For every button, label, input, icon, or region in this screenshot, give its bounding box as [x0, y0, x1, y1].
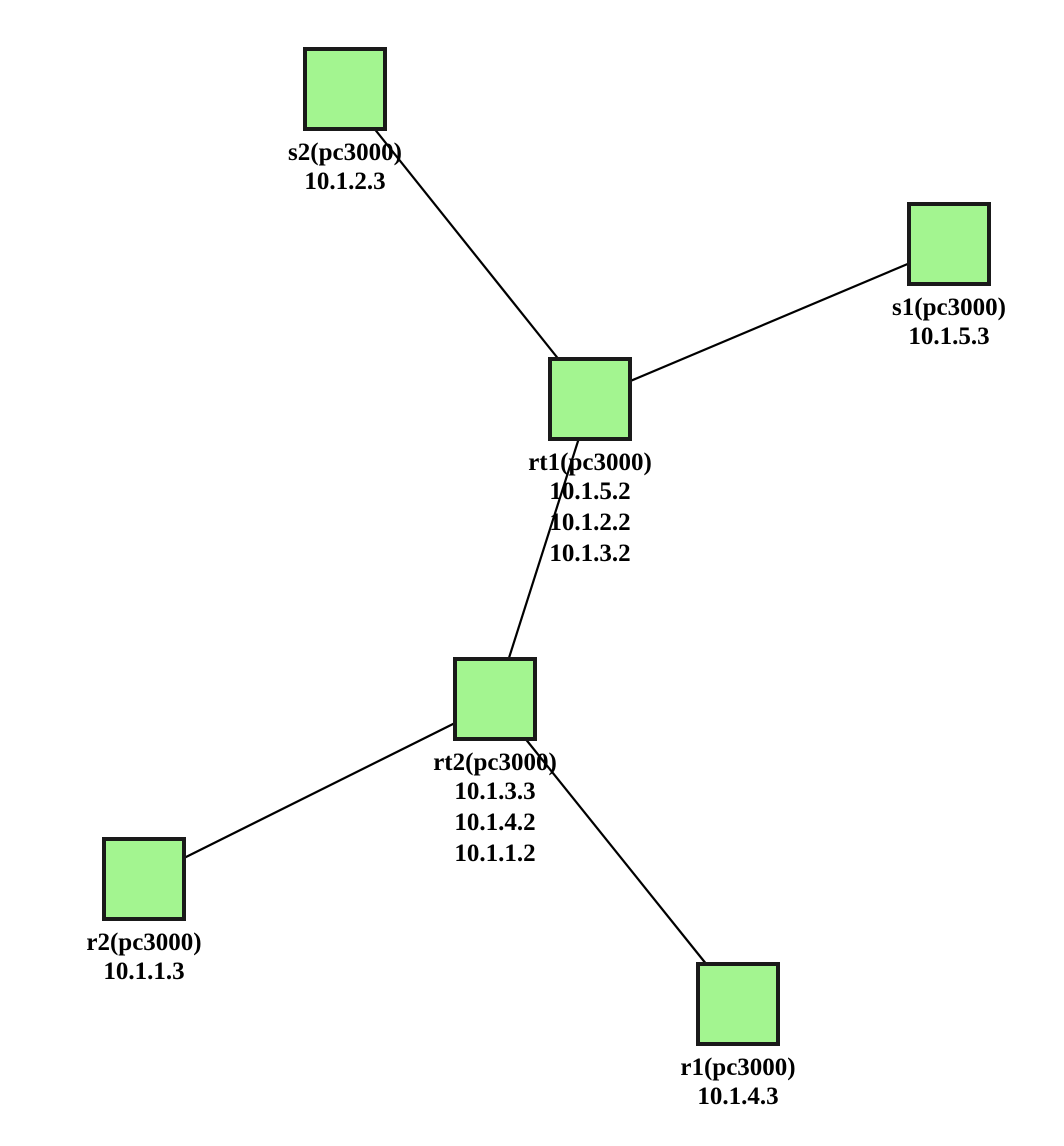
node-box-rt2[interactable] [453, 657, 537, 741]
node-label-rt1: rt1(pc3000) [528, 449, 652, 476]
node-address-r1-0: 10.1.4.3 [697, 1083, 778, 1110]
node-box-r1[interactable] [696, 962, 780, 1046]
node-address-rt2-1: 10.1.4.2 [454, 809, 535, 836]
link-r1-rt2 [523, 736, 708, 966]
node-rt2[interactable]: rt2(pc3000)10.1.3.3 10.1.4.2 10.1.1.2 [433, 657, 557, 867]
node-label-s2: s2(pc3000) [288, 139, 402, 166]
node-label-rt2: rt2(pc3000) [433, 749, 557, 776]
node-label-r2: r2(pc3000) [86, 929, 201, 956]
node-box-s2[interactable] [303, 47, 387, 131]
node-address-rt1-1: 10.1.2.2 [549, 509, 630, 536]
node-label-r1: r1(pc3000) [680, 1054, 795, 1081]
node-address-s1-0: 10.1.5.3 [908, 323, 989, 350]
link-r2-rt2 [183, 721, 458, 859]
node-r2[interactable]: r2(pc3000)10.1.1.3 [86, 837, 202, 985]
node-r1[interactable]: r1(pc3000)10.1.4.3 [680, 962, 796, 1110]
link-s2-rt1 [372, 126, 561, 362]
node-address-rt1-0: 10.1.5.2 [549, 478, 630, 505]
link-rt1-rt2 [506, 437, 581, 662]
node-s2[interactable]: s2(pc3000)10.1.2.3 [288, 47, 402, 195]
node-address-s2-0: 10.1.2.3 [304, 168, 385, 195]
links-layer [183, 126, 911, 966]
node-rt1[interactable]: rt1(pc3000)10.1.5.2 10.1.2.2 10.1.3.2 [528, 357, 652, 567]
node-address-r2-0: 10.1.1.3 [103, 958, 184, 985]
node-label-s1: s1(pc3000) [892, 294, 1006, 321]
node-box-r2[interactable] [102, 837, 186, 921]
node-address-rt2-0: 10.1.3.3 [454, 778, 535, 805]
node-s1[interactable]: s1(pc3000)10.1.5.3 [892, 202, 1006, 350]
nodes-layer: s2(pc3000)10.1.2.3 s1(pc3000)10.1.5.3 rt1(… [86, 47, 1006, 1110]
node-address-rt2-2: 10.1.1.2 [454, 840, 535, 867]
link-s1-rt1 [627, 261, 911, 384]
node-box-rt1[interactable] [548, 357, 632, 441]
node-address-rt1-2: 10.1.3.2 [549, 540, 630, 567]
node-box-s1[interactable] [907, 202, 991, 286]
